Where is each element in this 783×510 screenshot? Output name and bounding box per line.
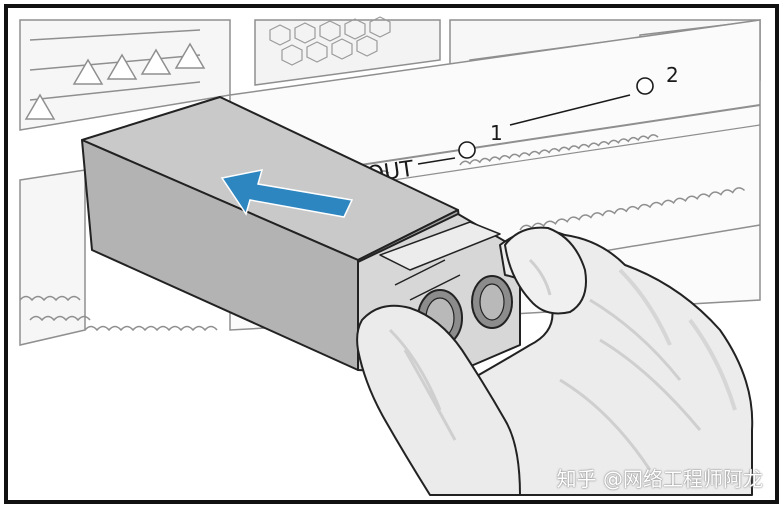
port-number-1: 1 (490, 121, 503, 145)
glove-index-finger (504, 226, 587, 315)
leader-line-2 (509, 94, 631, 126)
sfp-latch (379, 221, 501, 271)
led-indicator-2 (636, 77, 654, 95)
watermark-text: 知乎 @网络工程师阿龙 (556, 467, 763, 491)
insertion-direction-arrow (220, 169, 354, 218)
leader-line-1 (417, 157, 456, 165)
led-indicator-1 (458, 141, 476, 159)
glove-thumb (356, 304, 521, 496)
vent-pattern (269, 16, 391, 66)
gloved-hand (356, 226, 754, 496)
port-number-2: 2 (666, 63, 679, 87)
diagram-frame (4, 4, 779, 504)
